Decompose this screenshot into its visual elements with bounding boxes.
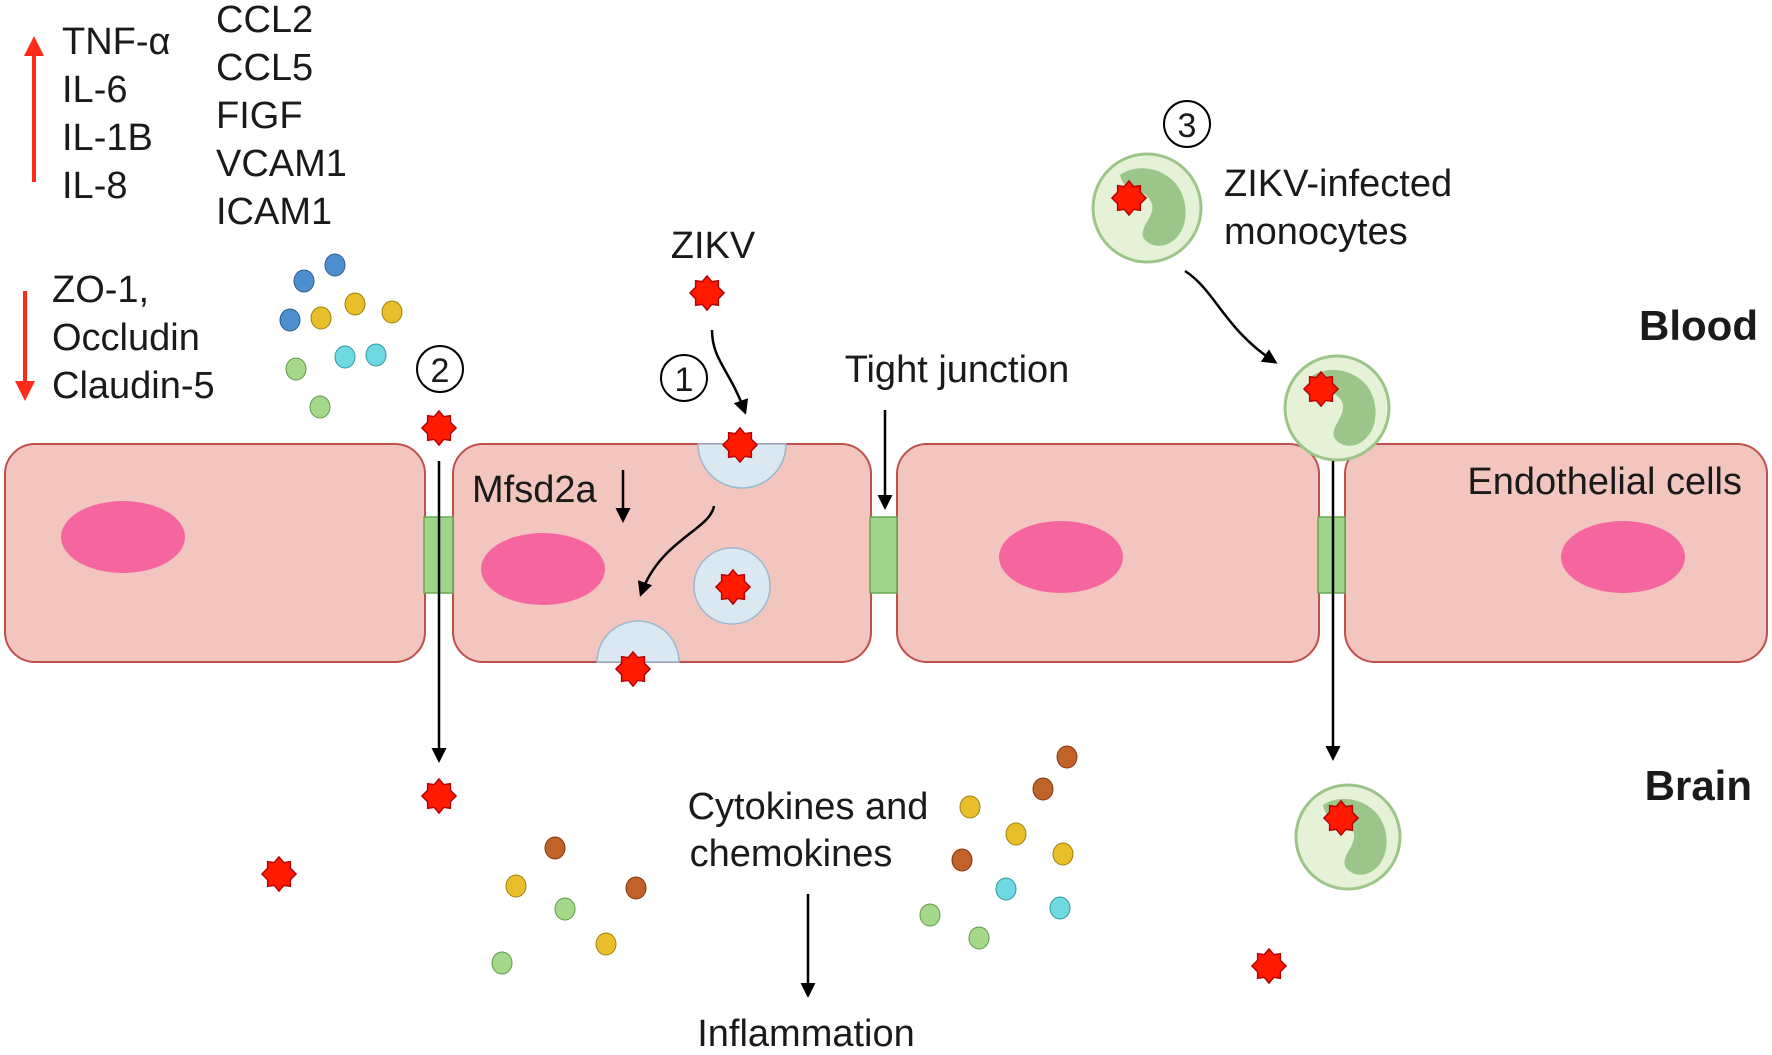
nucleus-1 <box>61 501 185 573</box>
labels: TNF-α IL-6 IL-1B IL-8 CCL2 CCL5 FIGF VCA… <box>52 0 1758 1055</box>
tight-junction-3 <box>1317 516 1346 594</box>
monocyte-label-line-1: ZIKV-infected <box>1224 163 1452 205</box>
tight-junction-label: Tight junction <box>845 349 1070 391</box>
cytokine-dot <box>285 357 307 381</box>
zikv-particle <box>1303 371 1339 407</box>
cytokines-label-line-2: chemokines <box>690 833 893 875</box>
cytokine-dot <box>995 877 1017 901</box>
tight-junction-2 <box>869 516 898 594</box>
upregulated-item: IL-6 <box>62 69 127 111</box>
vesicle-exit <box>596 620 680 663</box>
zikv-particle <box>722 427 758 463</box>
cytokine-dot <box>544 836 566 860</box>
cytokine-dot <box>554 897 576 921</box>
mfsd2a-label: Mfsd2a <box>472 469 597 511</box>
cytokine-dots-brain <box>491 745 1078 975</box>
zikv-particle <box>261 856 297 892</box>
inflammation-label: Inflammation <box>697 1013 915 1055</box>
cytokine-dots-blood <box>279 253 403 419</box>
step-markers: 1 2 3 <box>416 100 1211 402</box>
monocyte-2 <box>1283 354 1391 462</box>
cytokine-dot <box>1049 896 1071 920</box>
downregulated-item: Occludin <box>52 317 200 359</box>
zikv-particle <box>421 410 457 446</box>
cytokine-dot <box>625 876 647 900</box>
upregulated-item: ICAM1 <box>216 191 332 233</box>
zikv-entry-arrow <box>710 329 749 415</box>
zikv-particle <box>1323 800 1359 836</box>
cytokines-label-line-1: Cytokines and <box>688 786 929 828</box>
upregulated-item: CCL5 <box>216 47 313 89</box>
downregulated-item: Claudin-5 <box>52 365 215 407</box>
upregulated-item: TNF-α <box>62 21 171 63</box>
step-marker-1: 1 <box>675 361 694 399</box>
cytokine-dot <box>344 292 366 316</box>
nucleus-2 <box>481 533 605 605</box>
zikv-particle <box>1111 180 1147 216</box>
arrows <box>15 36 1341 998</box>
step-marker-2: 2 <box>431 352 450 390</box>
endothelial-cells-label: Endothelial cells <box>1467 461 1742 503</box>
cytokine-dot <box>951 848 973 872</box>
cytokine-dot <box>491 951 513 975</box>
cytokine-dot <box>1032 777 1054 801</box>
step-marker-3: 3 <box>1178 107 1197 145</box>
upregulated-item: FIGF <box>216 95 303 137</box>
cytokine-dot <box>968 926 990 950</box>
zikv-particle <box>689 275 725 311</box>
cytokine-dot <box>959 795 981 819</box>
upregulated-item: VCAM1 <box>216 143 347 185</box>
monocyte-label-line-2: monocytes <box>1224 211 1408 253</box>
upregulated-item: CCL2 <box>216 0 313 41</box>
cytokine-dot <box>365 343 387 367</box>
monocyte-1 <box>1091 152 1203 264</box>
cytokine-dot <box>505 874 527 898</box>
transcytosis-arrow <box>637 505 716 597</box>
zikv-particle <box>421 778 457 814</box>
cytokine-dot <box>293 269 315 293</box>
upregulated-item: IL-8 <box>62 165 127 207</box>
upregulated-item: IL-1B <box>62 117 153 159</box>
cytokine-dot <box>324 253 346 277</box>
nucleus-4 <box>1561 521 1685 593</box>
monocyte-curved-arrow <box>1184 269 1278 364</box>
cytokine-dot <box>1052 842 1074 866</box>
cytokine-dot <box>310 306 332 330</box>
nucleus-3 <box>999 521 1123 593</box>
cytokine-dot <box>919 903 941 927</box>
cytokine-dot <box>279 308 301 332</box>
downregulated-item: ZO-1, <box>52 269 149 311</box>
zikv-particle <box>615 651 651 687</box>
cytokine-dot <box>595 932 617 956</box>
vesicle-entry <box>697 443 787 489</box>
cytokine-dot <box>309 395 331 419</box>
zikv-particle <box>715 569 751 605</box>
zikv-label: ZIKV <box>671 225 756 267</box>
monocyte-3 <box>1294 783 1402 891</box>
zikv-particle <box>1251 948 1287 984</box>
cytokine-dot <box>381 300 403 324</box>
brain-label: Brain <box>1645 762 1752 809</box>
cytokine-dot <box>1005 822 1027 846</box>
blood-label: Blood <box>1639 302 1758 349</box>
cytokine-dot <box>1056 745 1078 769</box>
cytokine-dot <box>334 345 356 369</box>
step-marker-3-circle <box>1163 100 1211 148</box>
step-marker-1-circle <box>660 354 708 402</box>
endothelial-cell-layer <box>4 443 1768 663</box>
step-marker-2-circle <box>416 345 464 393</box>
